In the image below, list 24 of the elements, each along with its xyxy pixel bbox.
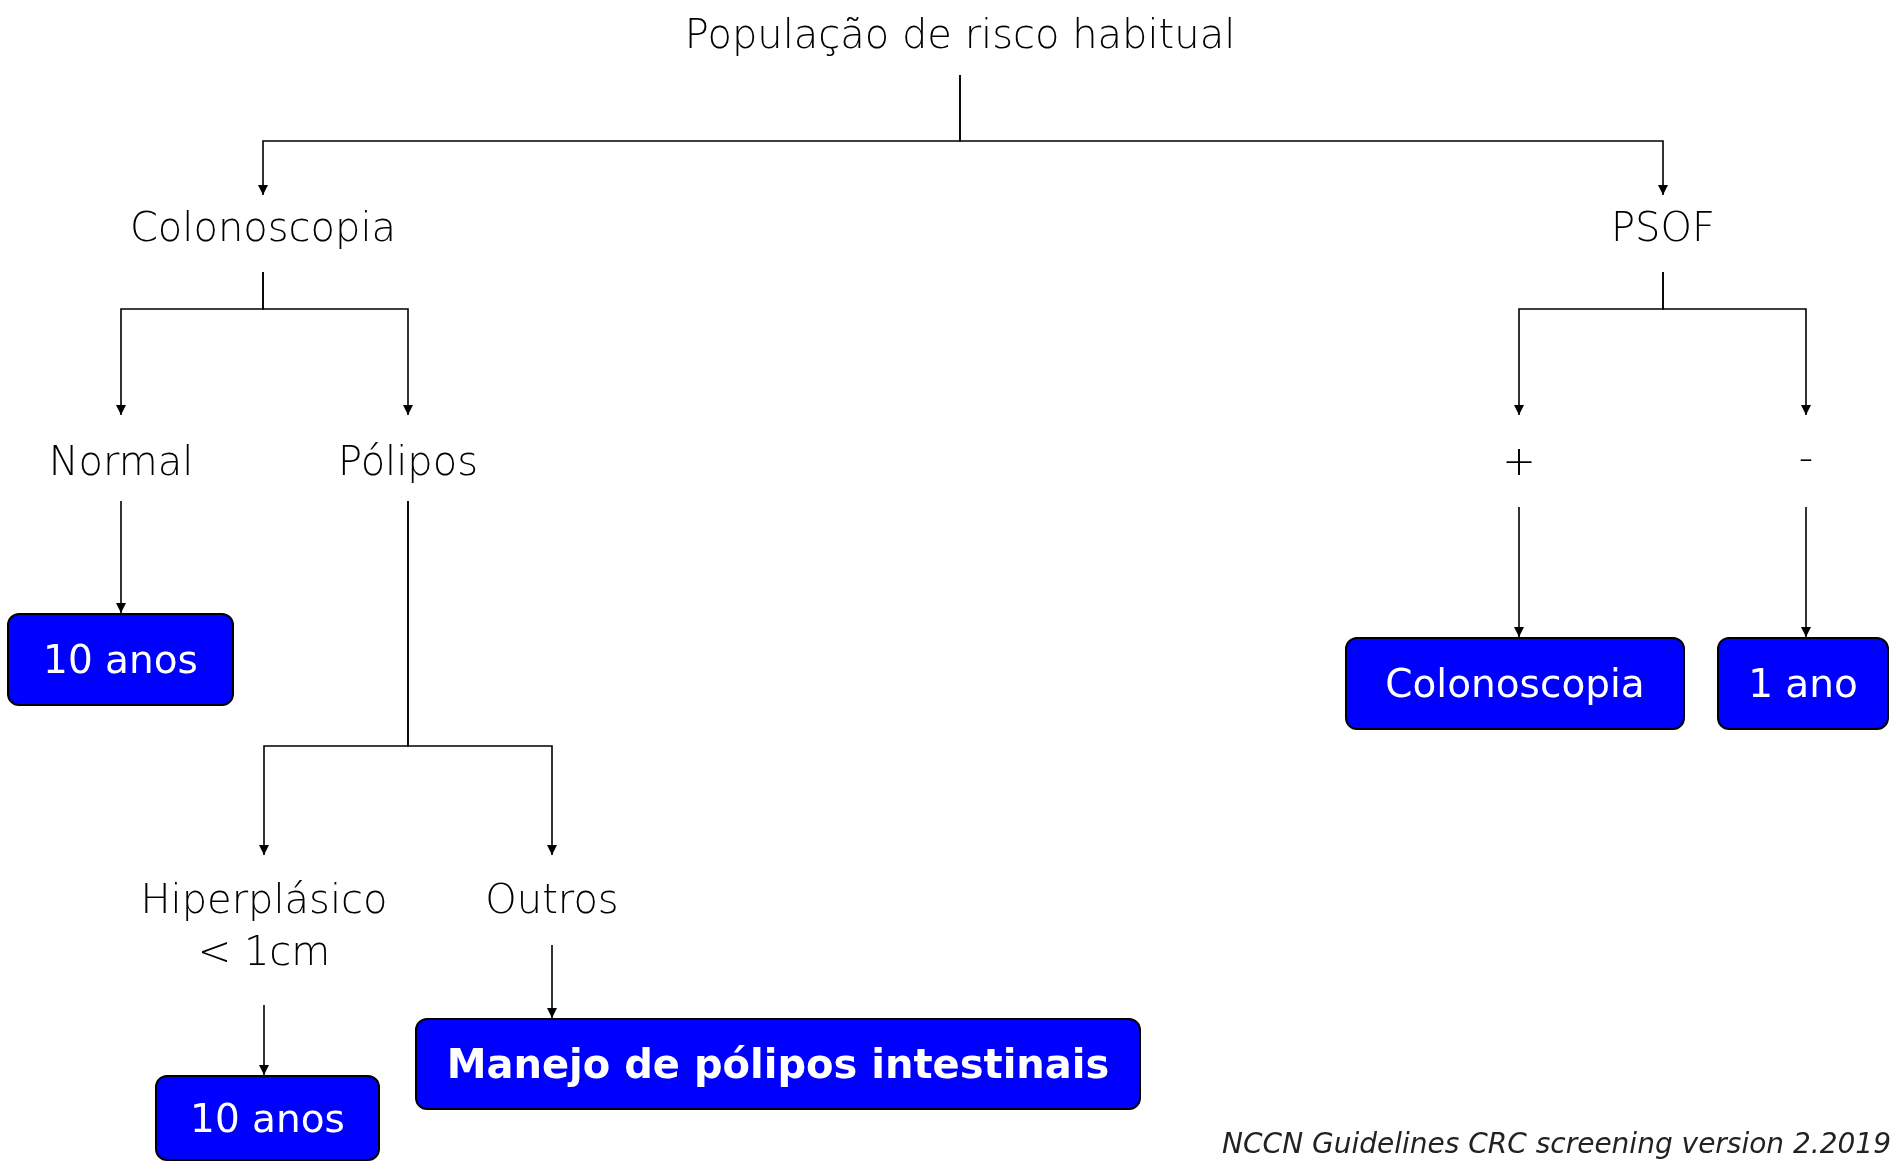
arrow — [1801, 506, 1811, 638]
node-label: PSOF — [1611, 203, 1715, 252]
arrow — [1662, 271, 1811, 416]
arrow — [407, 500, 557, 856]
node-label: Normal — [48, 437, 194, 486]
arrow — [1514, 506, 1524, 638]
node-label: Hiperplásico < 1cm — [139, 875, 389, 976]
result-box: Colonoscopia — [1345, 637, 1685, 730]
node-label: População de risco habitual — [684, 10, 1236, 59]
arrow — [547, 944, 557, 1019]
result-box: 10 anos — [7, 613, 234, 706]
arrow — [116, 500, 126, 614]
node-label: - — [1798, 433, 1814, 482]
node-label: Colonoscopia — [129, 203, 397, 252]
arrow — [959, 74, 1668, 196]
result-box: Manejo de pólipos intestinais — [415, 1018, 1141, 1110]
node-label: Outros — [485, 875, 619, 924]
result-box: 10 anos — [155, 1075, 380, 1161]
arrow — [259, 1004, 269, 1076]
caption: NCCN Guidelines CRC screening version 2.2019 — [1222, 1127, 1891, 1160]
arrow — [262, 271, 413, 416]
result-box: 1 ano — [1717, 637, 1889, 730]
node-label: + — [1502, 437, 1536, 486]
node-label: Pólipos — [337, 437, 479, 486]
